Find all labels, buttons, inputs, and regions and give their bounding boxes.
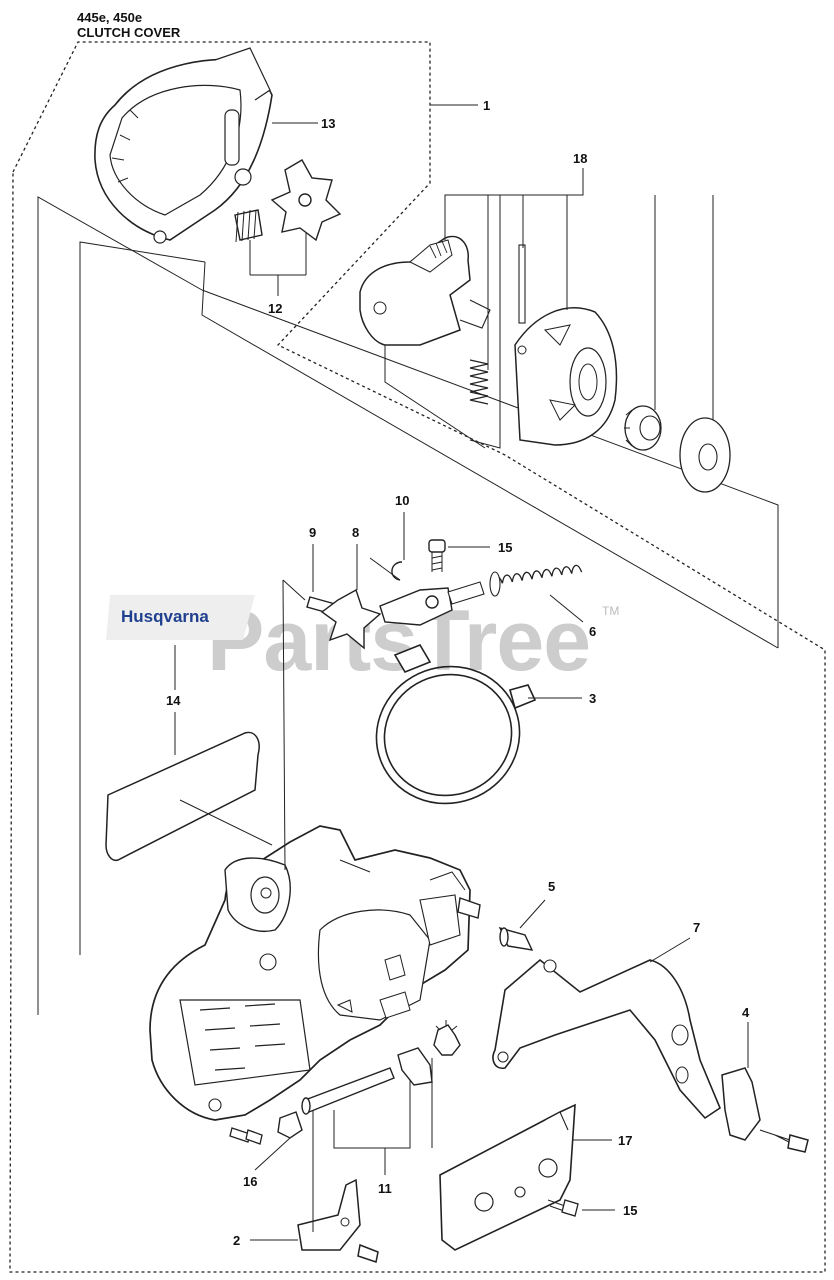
small-block	[277, 1111, 303, 1139]
watermark-trademark: TM	[602, 604, 620, 618]
bushing-part	[457, 897, 534, 951]
callout-18: 18	[573, 151, 587, 166]
callout-9: 9	[309, 525, 316, 540]
tensioner-plate	[297, 1178, 379, 1263]
screws	[229, 1127, 579, 1217]
upper-cover-housing	[94, 47, 273, 244]
callout-5: 5	[548, 879, 555, 894]
decal-logo-text: Husqvarna	[121, 607, 209, 626]
brake-band	[375, 644, 537, 805]
callout-1: 1	[483, 98, 490, 113]
callout-labels: 1 13 18 12 10 9 8 15 6 3 14 5 7 4 17 16 …	[166, 98, 750, 1248]
callout-14: 14	[166, 693, 181, 708]
diagram-title: 445e, 450e CLUTCH COVER	[77, 10, 180, 40]
callout-7: 7	[693, 920, 700, 935]
husqvarna-decal: Husqvarna	[105, 595, 260, 862]
brake-lever-parts	[306, 539, 583, 650]
leader-lines	[174, 104, 749, 1241]
side-plate	[439, 1103, 576, 1251]
chain-brake-mechanism	[359, 235, 731, 493]
callout-3: 3	[589, 691, 596, 706]
section-name: CLUTCH COVER	[77, 25, 181, 40]
callout-10: 10	[395, 493, 409, 508]
callout-6: 6	[589, 624, 596, 639]
main-clutch-cover	[149, 825, 471, 1121]
callout-2: 2	[233, 1233, 240, 1248]
callout-13: 13	[321, 116, 335, 131]
bracket-frames	[37, 196, 779, 1015]
adjuster-gears	[234, 159, 342, 243]
callout-12: 12	[268, 301, 282, 316]
guide-block	[721, 1067, 809, 1153]
assembly-boundary	[9, 41, 826, 1273]
model-numbers: 445e, 450e	[77, 10, 143, 25]
callout-17: 17	[618, 1133, 632, 1148]
callout-8: 8	[352, 525, 359, 540]
callout-15-lower: 15	[623, 1203, 637, 1218]
chain-guard	[492, 958, 721, 1120]
callout-15-upper: 15	[498, 540, 512, 555]
callout-4: 4	[742, 1005, 750, 1020]
callout-16: 16	[243, 1174, 257, 1189]
callout-11: 11	[378, 1181, 392, 1196]
